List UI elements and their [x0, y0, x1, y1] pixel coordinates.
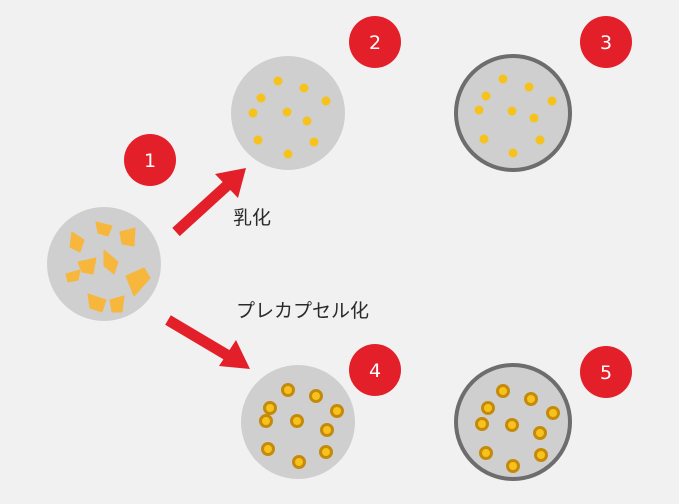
step-badge-4: 4 [349, 344, 401, 396]
flake [109, 295, 125, 313]
precapsule-circle [241, 365, 355, 479]
capsule [309, 389, 323, 403]
capsule [496, 384, 510, 398]
arrow-to-precapsule [165, 315, 250, 369]
step-badge-2: 2 [349, 16, 401, 68]
droplet [529, 113, 539, 123]
emulsion-ringed-circle [454, 54, 572, 172]
capsule [320, 423, 334, 437]
droplet [321, 96, 331, 106]
precapsulation-label: プレカプセル化 [236, 300, 370, 322]
capsule [292, 455, 306, 469]
droplet [282, 107, 292, 117]
droplet [253, 135, 263, 145]
droplet [498, 74, 508, 84]
droplet [547, 96, 557, 106]
step-badge-1: 1 [124, 134, 176, 186]
flake [125, 267, 151, 297]
droplet [256, 93, 266, 103]
droplet [479, 134, 489, 144]
svg-text:4: 4 [369, 360, 381, 382]
droplet [474, 105, 484, 115]
capsule [505, 418, 519, 432]
capsule [319, 445, 333, 459]
capsule [479, 446, 493, 460]
precapsule-ringed-circle [454, 363, 572, 481]
flake [103, 249, 119, 275]
droplet [273, 76, 283, 86]
step-badge-3: 3 [580, 16, 632, 68]
flake [77, 257, 97, 275]
capsule [506, 459, 520, 473]
svg-text:2: 2 [369, 32, 381, 54]
droplet [248, 108, 258, 118]
capsule [475, 417, 489, 431]
flake [95, 221, 113, 237]
svg-text:5: 5 [600, 362, 612, 384]
flake [87, 293, 107, 313]
svg-text:1: 1 [144, 150, 156, 172]
capsule [290, 414, 304, 428]
arrow-to-emulsion [172, 168, 246, 237]
capsule [259, 414, 273, 428]
raw-material-circle [47, 207, 161, 321]
droplet [302, 116, 312, 126]
droplet [508, 148, 518, 158]
capsule [546, 406, 560, 420]
emulsion-circle [231, 56, 345, 170]
capsule [263, 401, 277, 415]
capsule [261, 442, 275, 456]
capsule [533, 426, 547, 440]
droplet [481, 91, 491, 101]
capsule [481, 401, 495, 415]
capsule [524, 392, 538, 406]
step-badge-5: 5 [580, 346, 632, 398]
capsule [330, 404, 344, 418]
emulsification-label: 乳化 [233, 207, 272, 229]
droplet [524, 82, 534, 92]
capsule [281, 383, 295, 397]
droplet [309, 137, 319, 147]
flake [69, 231, 85, 253]
capsule [534, 448, 548, 462]
droplet [299, 83, 309, 93]
droplet [535, 135, 545, 145]
flake [65, 269, 81, 283]
svg-text:3: 3 [600, 32, 612, 54]
droplet [507, 106, 517, 116]
droplet [283, 149, 293, 159]
flake [119, 227, 136, 247]
